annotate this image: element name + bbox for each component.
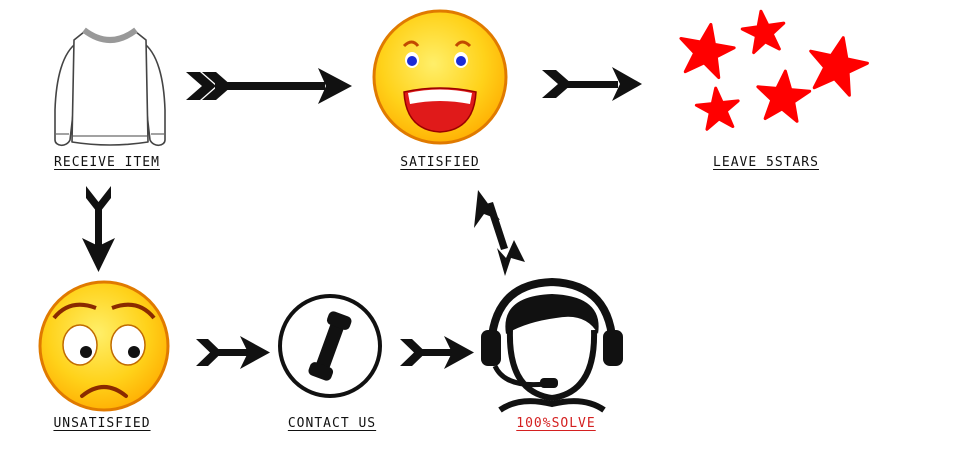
- label-satisfied: SATISFIED: [400, 155, 480, 170]
- support-agent-icon: [481, 277, 623, 413]
- label-unsatisfied: UNSATISFIED: [53, 416, 151, 431]
- happy-face-icon: [372, 9, 508, 145]
- stars-icon: [679, 9, 869, 131]
- arrow-right-contact-to-solve: [400, 336, 474, 369]
- label-contact-us: CONTACT US: [287, 416, 377, 431]
- arrow-right-satisfied-to-stars: [542, 67, 642, 101]
- phone-icon: [278, 294, 382, 398]
- label-100-solve: 100%SOLVE: [516, 416, 596, 431]
- label-receive-item: RECEIVE ITEM: [54, 155, 160, 170]
- sweater-icon: [54, 27, 166, 147]
- arrow-right-unsatisfied-to-contact: [196, 336, 270, 369]
- arrow-up-solve-to-satisfied: [474, 190, 525, 276]
- arrow-right-receive-to-satisfied: [186, 68, 352, 104]
- sad-face-icon: [38, 280, 170, 412]
- label-leave-5stars: LEAVE 5STARS: [713, 155, 819, 170]
- arrow-down-receive-to-unsatisfied: [82, 186, 115, 272]
